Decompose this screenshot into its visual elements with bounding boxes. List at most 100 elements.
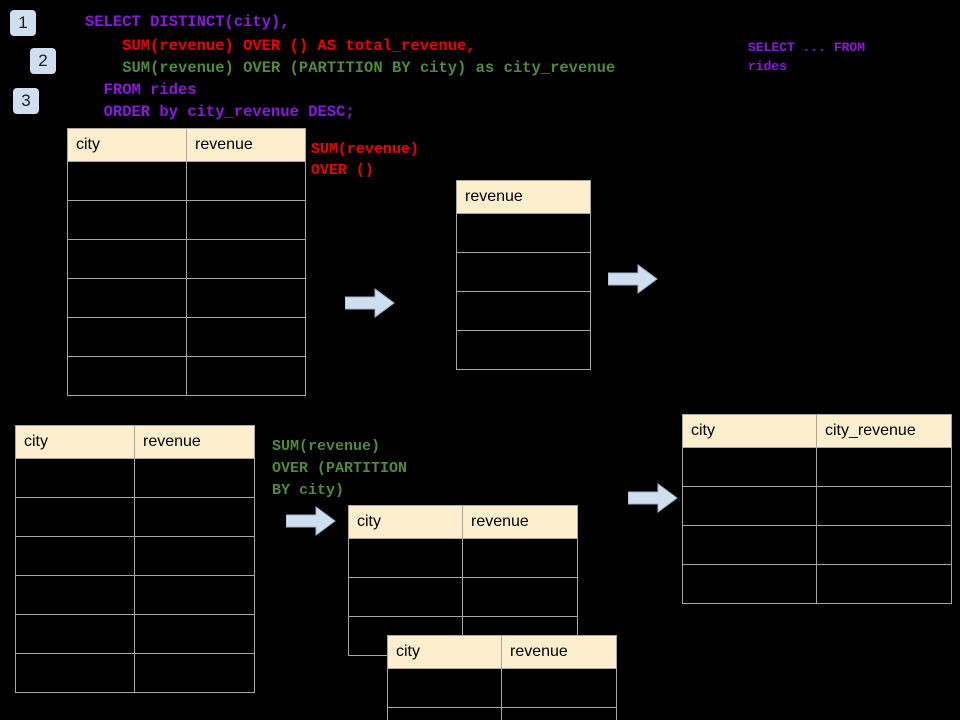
table-header-row: city revenue <box>348 505 578 539</box>
arrow-group-to-result <box>628 483 678 513</box>
cell-city <box>67 278 187 318</box>
step-badge-3: 3 <box>13 88 39 114</box>
cell-city <box>67 317 187 357</box>
table-row <box>456 330 591 370</box>
cell-city <box>67 161 187 201</box>
cell-revenue <box>134 458 255 498</box>
table-row <box>15 653 255 693</box>
table-row <box>456 291 591 331</box>
cell-revenue <box>186 239 306 279</box>
step-badge-2: 2 <box>30 48 56 74</box>
column-header-city: city <box>15 425 135 459</box>
arrow-partition-source-to-group <box>286 506 336 536</box>
cell-revenue <box>134 536 255 576</box>
cell-city-revenue <box>816 447 952 487</box>
partition-source-table: city revenue <box>15 425 255 693</box>
partition-annotation: SUM(revenue) OVER (PARTITION BY city) <box>272 438 408 499</box>
table-row <box>15 497 255 537</box>
table-header-row: city revenue <box>15 425 255 459</box>
table-row <box>15 458 255 498</box>
column-header-revenue: revenue <box>501 635 617 669</box>
cell-revenue <box>456 213 591 253</box>
step-badge-1: 1 <box>10 10 36 36</box>
table-row <box>67 356 306 396</box>
table-row <box>387 668 617 708</box>
sql-line-order-by: ORDER by city_revenue DESC; <box>85 103 355 121</box>
cell-revenue <box>186 356 306 396</box>
total-revenue-annotation: SUM(revenue) OVER () <box>311 141 420 179</box>
table-row <box>682 486 952 526</box>
cell-city-revenue <box>816 564 952 604</box>
cell-revenue <box>134 653 255 693</box>
table-row <box>348 538 578 578</box>
cell-revenue <box>186 317 306 357</box>
cell-city-revenue <box>816 486 952 526</box>
cell-city <box>682 486 817 526</box>
cell-revenue <box>456 330 591 370</box>
table-row <box>348 577 578 617</box>
cell-city <box>15 575 135 615</box>
cell-city <box>67 356 187 396</box>
table-row <box>387 707 617 720</box>
result-table: city city_revenue <box>682 414 952 604</box>
cell-revenue <box>456 291 591 331</box>
cell-revenue <box>462 538 578 578</box>
cell-revenue <box>462 577 578 617</box>
cell-revenue <box>501 668 617 708</box>
total-revenue-table: revenue <box>456 180 591 370</box>
table-row <box>682 564 952 604</box>
cell-revenue <box>186 200 306 240</box>
partition-group-table-front: city revenue <box>387 635 617 720</box>
cell-city <box>387 668 502 708</box>
cell-city <box>15 497 135 537</box>
table-row <box>67 317 306 357</box>
column-header-city-revenue: city_revenue <box>816 414 952 448</box>
cell-revenue <box>456 252 591 292</box>
table-row <box>67 200 306 240</box>
cell-city <box>682 447 817 487</box>
cell-revenue <box>501 707 617 720</box>
cell-city <box>67 239 187 279</box>
cell-city <box>348 577 463 617</box>
table-header-row: city revenue <box>67 128 306 162</box>
column-header-city: city <box>387 635 502 669</box>
sql-line-total-revenue: SUM(revenue) OVER () AS total_revenue, <box>85 37 476 55</box>
column-header-revenue: revenue <box>462 505 578 539</box>
table-row <box>456 252 591 292</box>
cell-city <box>682 525 817 565</box>
arrow-source-to-total <box>345 288 395 318</box>
table-row <box>682 447 952 487</box>
table-row <box>682 525 952 565</box>
table-row <box>15 536 255 576</box>
table-row <box>67 278 306 318</box>
cell-revenue <box>186 278 306 318</box>
table-header-row: revenue <box>456 180 591 214</box>
source-table: city revenue <box>67 128 306 396</box>
cell-revenue <box>134 575 255 615</box>
partition-group-table: city revenue <box>348 505 578 656</box>
cell-city <box>682 564 817 604</box>
cell-city <box>387 707 502 720</box>
table-header-row: city city_revenue <box>682 414 952 448</box>
table-header-row: city revenue <box>387 635 617 669</box>
cell-city-revenue <box>816 525 952 565</box>
sql-line-select: SELECT DISTINCT(city), <box>85 13 290 31</box>
column-header-city: city <box>682 414 817 448</box>
cell-city <box>348 538 463 578</box>
column-header-city: city <box>67 128 187 162</box>
cell-revenue <box>186 161 306 201</box>
table-row <box>67 161 306 201</box>
column-header-revenue: revenue <box>456 180 591 214</box>
cell-city <box>15 458 135 498</box>
column-header-city: city <box>348 505 463 539</box>
table-row <box>456 213 591 253</box>
sql-line-from: FROM rides <box>85 81 197 99</box>
sql-line-city-revenue: SUM(revenue) OVER (PARTITION BY city) as… <box>85 59 616 77</box>
cell-revenue <box>134 614 255 654</box>
cell-city <box>15 653 135 693</box>
cell-revenue <box>134 497 255 537</box>
cell-city <box>15 614 135 654</box>
table-row <box>15 575 255 615</box>
table-row <box>67 239 306 279</box>
